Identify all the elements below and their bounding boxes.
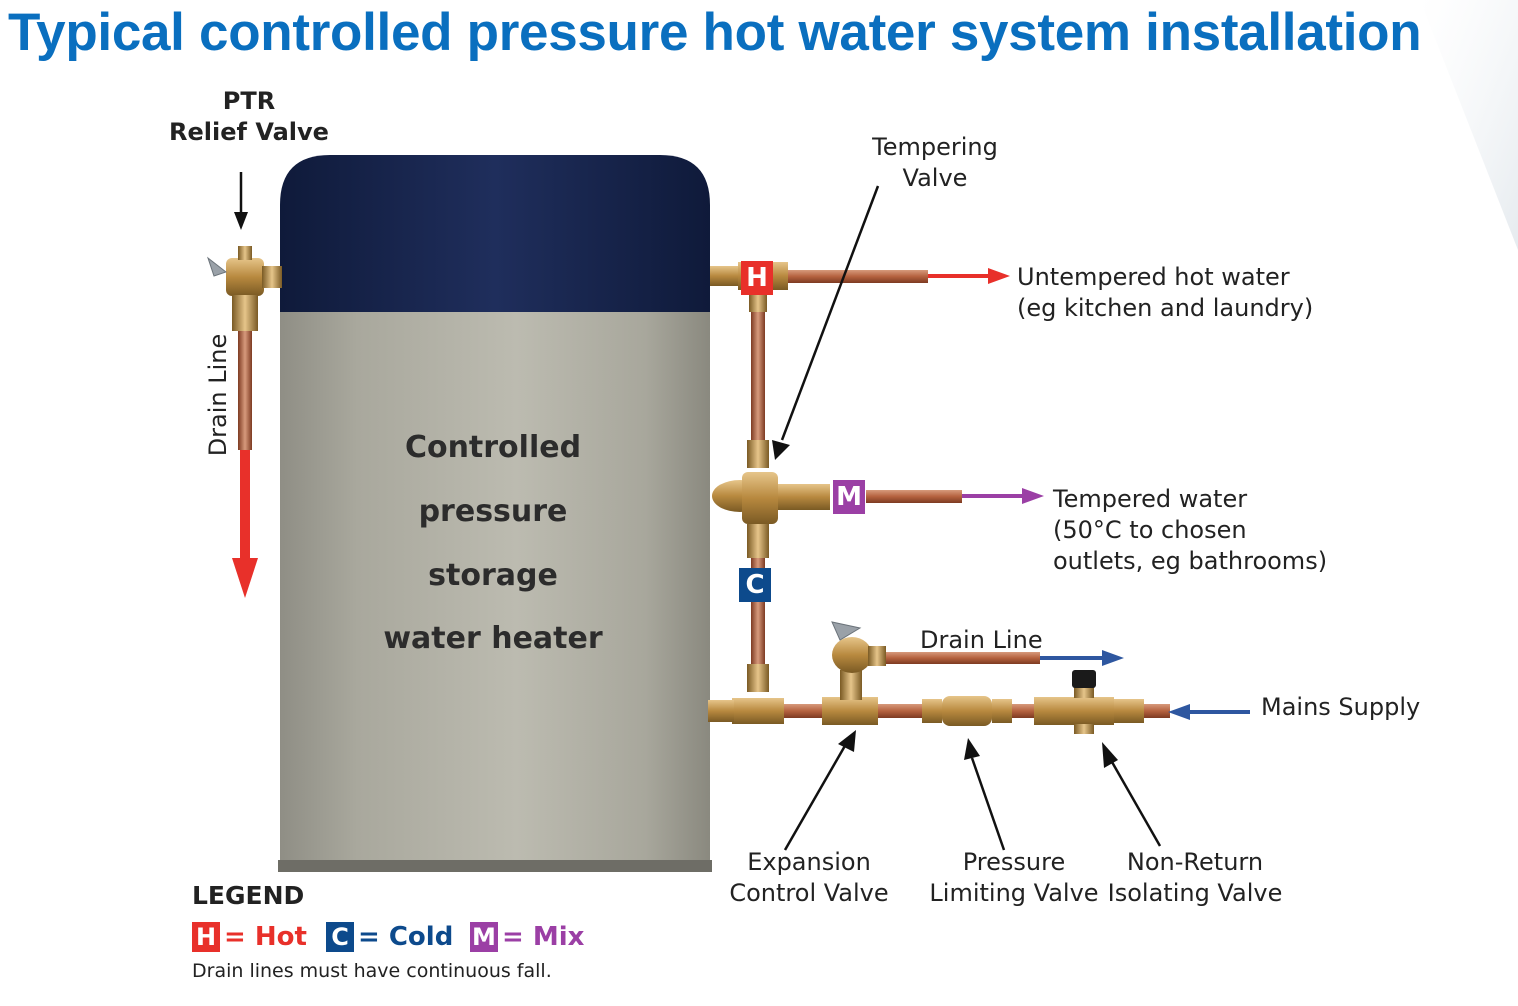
nonreturn-valve-body xyxy=(1034,697,1114,725)
drain-right-arrow-head xyxy=(1102,650,1124,666)
expansion-valve-lever xyxy=(831,621,862,641)
pressure-valve-left xyxy=(922,699,942,723)
hot-pipe xyxy=(788,270,928,283)
tank-base xyxy=(278,860,712,872)
tempering-valve-label: Tempering Valve xyxy=(860,132,1010,194)
tank-cold-inlet xyxy=(708,700,734,722)
drain-line-left-label: Drain Line xyxy=(204,333,232,457)
legend-mix-text: = Mix xyxy=(502,922,585,952)
untempered-label-line1: Untempered hot water xyxy=(1017,263,1290,291)
tank-body xyxy=(280,308,710,868)
legend-heading: LEGEND xyxy=(192,881,305,910)
tempered-label: Tempered water (50°C to chosen outlets, … xyxy=(1053,484,1327,577)
ptr-label: PTR Relief Valve xyxy=(168,86,330,148)
nonreturn-label-line2: Isolating Valve xyxy=(1107,879,1283,907)
ptr-valve-lower xyxy=(232,295,258,331)
tempering-label-line2: Valve xyxy=(902,164,968,192)
ptr-valve-stem xyxy=(238,246,252,260)
tempering-upper-fitting xyxy=(747,440,769,468)
ptr-pointer-head xyxy=(234,212,248,230)
hot-outlet-fitting xyxy=(710,266,738,286)
pressure-pointer-line xyxy=(970,757,1006,851)
expansion-drain-pipe xyxy=(886,652,1040,664)
legend-cold-text: = Cold xyxy=(358,922,454,952)
heater-label-line2: pressure xyxy=(418,494,568,529)
legend-mix: M = Mix xyxy=(470,921,584,953)
hot-badge: H xyxy=(741,261,773,295)
expansion-valve-label: Expansion Control Valve xyxy=(724,847,894,909)
ptr-label-line2: Relief Valve xyxy=(169,118,329,146)
hot-arrow-head xyxy=(988,268,1010,284)
nonreturn-valve-bottom xyxy=(1074,724,1094,734)
tank-lid xyxy=(280,155,710,312)
ptr-valve-lever xyxy=(207,256,228,277)
pressure-pointer-head xyxy=(964,738,980,760)
expansion-valve-body xyxy=(822,697,878,725)
legend-hot: H = Hot xyxy=(192,921,307,953)
pressure-valve-label: Pressure Limiting Valve xyxy=(928,847,1100,909)
expansion-valve-stem xyxy=(840,670,862,700)
legend-note: Drain lines must have continuous fall. xyxy=(192,960,552,982)
tempering-label-line1: Tempering xyxy=(872,133,998,161)
tempered-label-line1: Tempered water xyxy=(1053,485,1248,513)
mix-pipe xyxy=(866,490,962,503)
pressure-label-line2: Limiting Valve xyxy=(929,879,1099,907)
heater-label-line1: Controlled xyxy=(404,430,582,465)
hot-riser-fitting xyxy=(749,290,767,312)
expansion-label-line1: Expansion xyxy=(747,848,871,876)
mix-arrow-head xyxy=(1022,488,1044,504)
expansion-label-line2: Control Valve xyxy=(729,879,889,907)
nonreturn-valve-label: Non-Return Isolating Valve xyxy=(1106,847,1284,909)
pressure-valve-body xyxy=(942,696,992,726)
tempered-label-line3: outlets, eg bathrooms) xyxy=(1053,547,1328,575)
expansion-pointer-line xyxy=(783,743,848,851)
tempering-pointer-line xyxy=(780,185,880,441)
cold-badge: C xyxy=(739,568,771,602)
tempering-outlet-fitting xyxy=(778,484,830,510)
heater-label-line3: storage xyxy=(428,558,558,593)
ptr-drain-pipe xyxy=(238,330,252,450)
mains-supply-label: Mains Supply xyxy=(1261,693,1421,721)
legend-mix-box: M xyxy=(470,922,498,952)
untempered-label-line2: (eg kitchen and laundry) xyxy=(1017,294,1314,322)
drain-line-right-label: Drain Line xyxy=(920,626,1043,654)
pressure-label-line1: Pressure xyxy=(962,848,1066,876)
ptr-valve-body xyxy=(226,258,264,296)
hot-riser-pipe xyxy=(751,312,765,442)
drain-left-arrow-head xyxy=(232,558,258,598)
pressure-valve-right xyxy=(992,699,1012,723)
expansion-valve-outlet xyxy=(868,646,886,666)
nonreturn-pointer-head xyxy=(1102,742,1118,768)
nonreturn-label-line1: Non-Return xyxy=(1126,848,1264,876)
mains-inlet-fitting xyxy=(1114,699,1144,723)
expansion-valve-head xyxy=(832,637,872,673)
legend-hot-text: = Hot xyxy=(224,922,307,952)
tempering-lower-fitting xyxy=(747,524,769,558)
ptr-valve-nipple xyxy=(262,266,282,288)
untempered-label: Untempered hot water (eg kitchen and lau… xyxy=(1017,262,1313,324)
mains-arrow-head xyxy=(1168,704,1190,720)
ptr-label-line1: PTR xyxy=(222,87,276,115)
expansion-pointer-head xyxy=(838,730,856,752)
tempering-pointer-head xyxy=(772,440,790,460)
nonreturn-valve-knob xyxy=(1072,670,1096,688)
tempered-label-line2: (50°C to chosen xyxy=(1053,516,1247,544)
background-shade xyxy=(1420,0,1518,250)
heater-label-line4: water heater xyxy=(383,621,603,656)
mix-badge: M xyxy=(833,480,865,514)
cold-riser-fitting xyxy=(747,664,769,692)
tempering-valve-body xyxy=(742,472,778,524)
legend-cold: C = Cold xyxy=(326,921,453,953)
nonreturn-pointer-line xyxy=(1110,761,1162,847)
legend-hot-box: H xyxy=(192,922,220,952)
legend-cold-box: C xyxy=(326,922,354,952)
page-title: Typical controlled pressure hot water sy… xyxy=(8,3,1422,62)
cold-tee xyxy=(732,698,784,724)
